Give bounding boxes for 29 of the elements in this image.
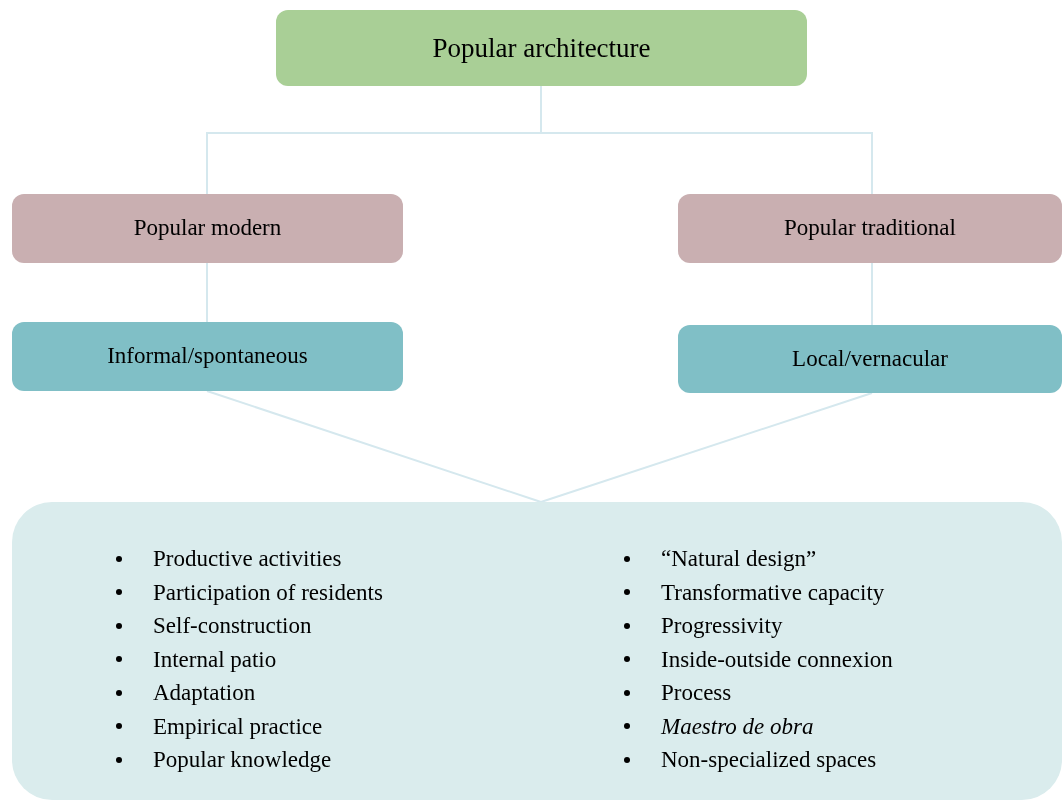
list-item: Adaptation xyxy=(153,681,256,705)
box-label: Local/vernacular xyxy=(792,344,948,373)
connector-line xyxy=(871,262,873,326)
connector-line xyxy=(206,390,542,503)
list-item: Progressivity xyxy=(661,614,783,638)
box-label: Popular modern xyxy=(133,214,282,243)
list-item: Self-construction xyxy=(153,614,312,638)
list-item: Transformative capacity xyxy=(661,580,885,604)
category-box xyxy=(678,325,1062,393)
connector-line xyxy=(206,262,208,323)
list-item: Popular knowledge xyxy=(153,748,332,772)
category-box xyxy=(276,10,807,86)
list-item: Inside-outside connexion xyxy=(661,647,893,671)
connector-line xyxy=(540,392,873,503)
list-item: “Natural design” xyxy=(661,547,817,571)
list-item: Process xyxy=(661,681,732,705)
box-label: Informal/spontaneous xyxy=(107,342,308,371)
category-box xyxy=(12,194,403,263)
list-item: Productive activities xyxy=(153,547,342,571)
characteristics-panel xyxy=(12,502,1062,800)
list-item: Internal patio xyxy=(153,647,277,671)
list-item: Participation of residents xyxy=(153,580,383,604)
category-box xyxy=(12,322,403,391)
box-label: Popular architecture xyxy=(432,31,651,65)
category-box xyxy=(678,194,1062,263)
list-item: Non-specialized spaces xyxy=(661,748,877,772)
list-item: Maestro de obra xyxy=(661,714,814,738)
list-item: Empirical practice xyxy=(153,714,323,738)
box-label: Popular traditional xyxy=(784,214,956,243)
